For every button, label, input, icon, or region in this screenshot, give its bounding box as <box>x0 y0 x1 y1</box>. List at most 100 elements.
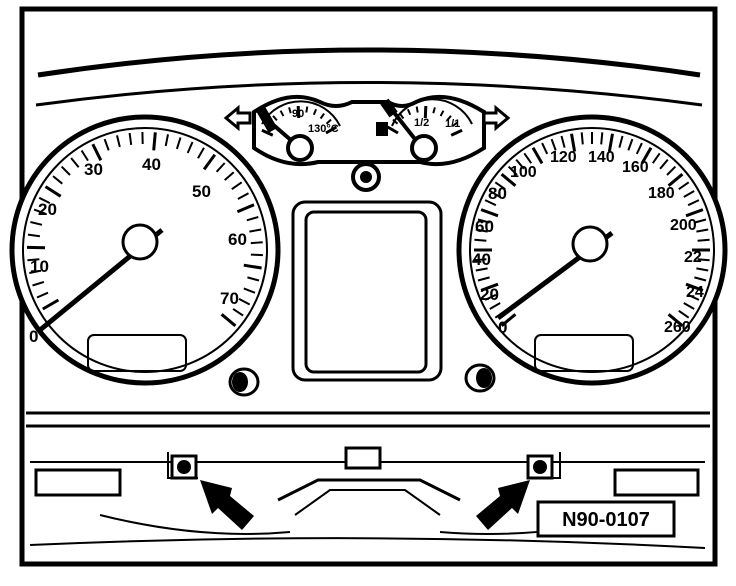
gauge-tick <box>480 208 499 218</box>
gauge-tick <box>250 241 263 245</box>
fuel-tick-label-half: 1/2 <box>414 117 429 129</box>
gauge-tick <box>272 115 278 122</box>
gauge-tick <box>507 165 518 176</box>
left-tick-label-40: 40 <box>142 155 161 174</box>
gauge-tick <box>531 147 544 165</box>
gauge-tick <box>231 181 243 191</box>
gauge-tick <box>224 171 235 181</box>
gauge-tick <box>415 106 419 113</box>
gauge-tick <box>238 298 251 306</box>
right-tick-label-0: 0 <box>498 318 507 337</box>
gauge-tick <box>451 121 458 127</box>
gauge-tick <box>392 118 399 125</box>
left-reset-knob-icon <box>228 367 260 397</box>
screw-icon <box>170 454 198 480</box>
gauge-tick <box>477 218 490 224</box>
gauge-tick <box>215 162 226 173</box>
gauge-tick <box>38 196 51 204</box>
gauge-tick <box>446 115 452 122</box>
gauge-tick <box>250 253 263 257</box>
right-gauge: 0 20 40 60 80 100 120 140 160 180 200 22… <box>456 114 728 386</box>
right-tick-label-100: 100 <box>510 164 537 181</box>
gauge-tick <box>678 309 690 319</box>
gauge-tick <box>128 132 133 146</box>
gauge-tick <box>103 138 110 151</box>
gauge-tick <box>243 287 256 294</box>
gauge-tick <box>249 228 262 233</box>
gauge-tick <box>450 128 463 137</box>
fuel-tick-label-full: 1/1 <box>445 118 460 130</box>
gauge-tick <box>52 175 63 185</box>
gauge-tick <box>288 107 292 114</box>
right-tick-label-22: 22 <box>684 249 702 266</box>
gauge-tick <box>91 143 103 161</box>
right-tick-label-140: 140 <box>588 149 615 166</box>
gauge-tick <box>42 298 60 311</box>
gauge-tick <box>80 149 89 162</box>
gauge-tick <box>696 267 709 272</box>
gauge-tick <box>494 181 506 191</box>
left-tick-label-20: 20 <box>38 200 57 219</box>
gauge-tick <box>186 141 194 154</box>
right-turn-signal-icon <box>482 104 511 132</box>
gauge-tick <box>474 258 487 262</box>
gauge-tick <box>659 158 669 170</box>
right-gauge-display-window <box>534 334 634 372</box>
gauge-tick <box>220 313 237 327</box>
gauge-tick <box>484 293 497 301</box>
gauge-tick <box>175 137 182 150</box>
gauge-tick <box>319 113 325 120</box>
gauge-tick <box>305 106 309 113</box>
fuel-needle-base <box>380 98 398 118</box>
gauge-tick <box>423 105 428 119</box>
left-turn-signal-icon <box>223 104 252 132</box>
gauge-tick <box>312 108 318 116</box>
left-gauge-display-window <box>87 334 187 372</box>
left-gauge-ticks <box>26 131 263 327</box>
fuel-gauge: 1/2 1/1 <box>376 98 473 162</box>
left-tick-label-10: 10 <box>30 257 49 276</box>
arrow-icon <box>476 480 530 530</box>
left-tick-label-70: 70 <box>220 289 239 308</box>
gauge-tick <box>667 173 684 187</box>
gauge-tick <box>27 233 41 238</box>
right-tick-label-180: 180 <box>648 185 675 202</box>
gauge-tick <box>60 165 71 176</box>
gauge-tick <box>30 221 43 226</box>
gauge-tick <box>685 282 704 292</box>
gauge-tick <box>489 302 501 310</box>
gauge-tick <box>197 147 205 159</box>
gauge-tick <box>489 190 501 198</box>
gauge-tick <box>687 293 700 301</box>
gauge-tick <box>296 105 301 119</box>
left-gauge: 0 10 20 30 40 50 60 70 <box>9 114 281 386</box>
reference-code: N90-0107 <box>562 509 650 531</box>
gauge-tick <box>640 147 653 165</box>
gauge-tick <box>600 132 604 145</box>
gauge-tick <box>325 125 338 135</box>
gauge-tick <box>236 203 255 214</box>
right-tick-label-40: 40 <box>472 250 491 269</box>
gauge-tick <box>515 158 525 170</box>
right-tick-label-60: 60 <box>475 217 494 236</box>
center-tab <box>344 446 382 470</box>
right-tick-label-200: 200 <box>670 217 697 234</box>
gauge-tick <box>697 238 710 242</box>
right-tick-label-260: 260 <box>664 319 691 336</box>
center-connector-outline <box>277 478 461 502</box>
bottom-edge <box>29 537 706 549</box>
gauge-tick <box>279 110 285 117</box>
gauge-tick <box>243 263 262 270</box>
right-tick-label-160: 160 <box>622 159 649 176</box>
gauge-tick <box>477 276 490 282</box>
gauge-tick <box>386 125 399 135</box>
right-tick-label-20: 20 <box>480 285 499 304</box>
left-tick-label-30: 30 <box>84 160 103 179</box>
fuel-gauge-hub <box>410 134 438 162</box>
gauge-tick <box>232 308 244 317</box>
gauge-tick <box>116 135 121 148</box>
left-gauge-hub <box>121 223 159 261</box>
gauge-tick <box>406 108 412 116</box>
gauge-tick <box>484 199 497 207</box>
gauge-tick <box>627 138 634 151</box>
